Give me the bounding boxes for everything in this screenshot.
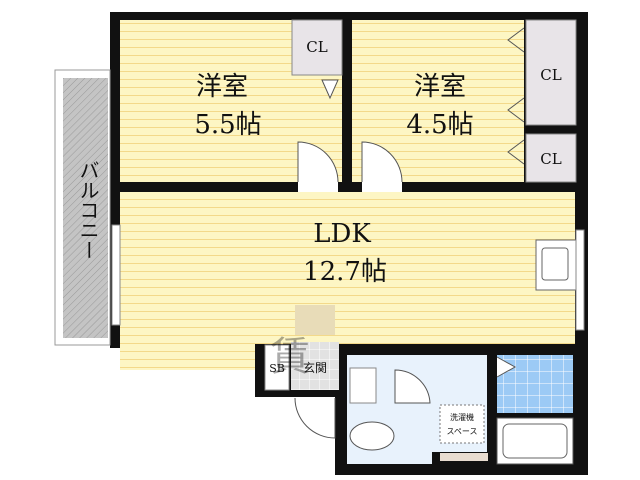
closet-2-label: CL bbox=[540, 66, 561, 84]
ldk-name: LDK bbox=[313, 219, 371, 249]
room2-size: 4.5帖 bbox=[406, 110, 473, 140]
bathtub bbox=[496, 417, 574, 465]
closet-1-label: CL bbox=[306, 38, 327, 56]
closet-1 bbox=[291, 19, 343, 76]
watermark: 賃 bbox=[270, 334, 310, 380]
washer-label-1: 洗濯機 bbox=[450, 412, 474, 422]
closet-3 bbox=[525, 133, 577, 183]
wash-basin bbox=[349, 367, 377, 404]
closet-3-label: CL bbox=[540, 150, 561, 168]
front-door[interactable] bbox=[294, 397, 336, 439]
washer-label-2: スペース bbox=[446, 427, 477, 436]
ldk-size: 12.7帖 bbox=[303, 257, 387, 287]
room2-name: 洋室 bbox=[414, 72, 466, 102]
shoe-cabinet bbox=[295, 305, 335, 335]
room1-name: 洋室 bbox=[196, 72, 248, 102]
toilet bbox=[349, 421, 395, 451]
closet-2 bbox=[525, 19, 577, 126]
balcony-label: バルコニー bbox=[76, 160, 100, 260]
entrance bbox=[291, 342, 339, 390]
shoe-box-label: SB bbox=[269, 362, 285, 375]
entrance-label: 玄関 bbox=[303, 360, 327, 375]
room1-size: 5.5帖 bbox=[194, 110, 261, 140]
washer-space bbox=[439, 404, 485, 444]
